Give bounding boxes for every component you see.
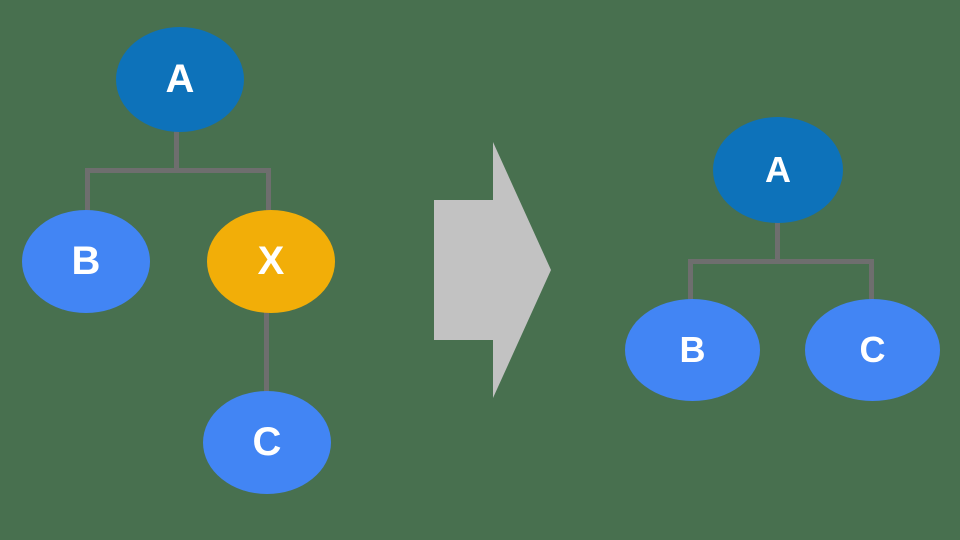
edge-a-trunk-after xyxy=(775,216,780,264)
node-c-before-label: C xyxy=(252,420,282,464)
node-b-after[interactable]: B xyxy=(625,299,760,401)
node-c-after[interactable]: C xyxy=(805,299,940,401)
node-a-before[interactable]: A xyxy=(116,27,244,132)
node-a-before-label: A xyxy=(165,57,195,101)
node-c-before[interactable]: C xyxy=(203,391,331,494)
node-x-before[interactable]: X xyxy=(207,210,335,313)
transformation-arrow-icon xyxy=(434,142,551,398)
edge-x-c-before xyxy=(264,306,269,396)
edge-a-b-before xyxy=(85,168,90,220)
edge-a-c-after xyxy=(869,259,874,309)
edge-crossbar-before xyxy=(85,168,271,173)
node-c-after-label: C xyxy=(859,329,886,370)
node-b-before-label: B xyxy=(71,239,101,283)
node-b-before[interactable]: B xyxy=(22,210,150,313)
node-a-after-label: A xyxy=(765,149,791,190)
node-x-before-label: X xyxy=(257,239,285,283)
edge-a-b-after xyxy=(688,259,693,309)
edge-a-x-before xyxy=(266,168,271,220)
node-a-after[interactable]: A xyxy=(713,117,843,223)
edge-crossbar-after xyxy=(688,259,874,264)
edge-a-trunk-before xyxy=(174,125,179,173)
node-b-after-label: B xyxy=(679,329,706,370)
transformation-arrow xyxy=(430,135,560,405)
